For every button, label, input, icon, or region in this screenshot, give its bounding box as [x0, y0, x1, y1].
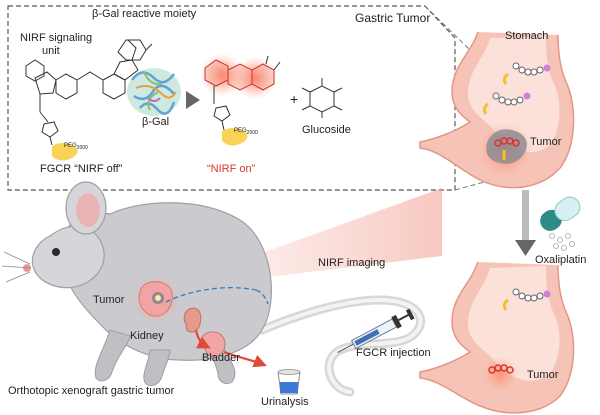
probe-on-molecule	[204, 59, 275, 91]
kidney-label: Kidney	[130, 330, 164, 342]
injection-label: FGCR injection	[356, 347, 431, 359]
probe-off-molecule	[25, 39, 153, 146]
urinalysis-label: Urinalysis	[261, 396, 309, 408]
panel-title: Gastric Tumor	[355, 11, 431, 25]
bladder-label: Bladder	[202, 352, 240, 364]
syringe-icon	[337, 308, 415, 353]
mouse-model-caption: Orthotopic xenograft gastric tumor	[8, 385, 175, 397]
oxaliplatin-label: Oxaliplatin	[535, 254, 587, 266]
probe-on-label: “NIRF on”	[207, 163, 256, 175]
stomach-bottom-tumor-label: Tumor	[527, 369, 559, 381]
probe-mechanism-panel	[7, 5, 511, 191]
signaling-unit-label-line2: unit	[42, 45, 60, 57]
glucoside-molecule	[301, 78, 343, 118]
urine-cup-icon	[277, 369, 301, 395]
stomach-top-tumor-label: Tumor	[530, 136, 562, 148]
peg-label-off: PEG2000	[64, 143, 88, 152]
plus-sign: +	[290, 91, 299, 107]
mouse-tumor-label: Tumor	[93, 294, 125, 306]
stomach-label: Stomach	[505, 30, 549, 42]
probe-off-label: FGCR “NIRF off”	[40, 163, 123, 175]
stomach-top	[419, 31, 575, 189]
reactive-moiety-label: β-Gal reactive moiety	[92, 8, 197, 20]
stomach-bottom	[419, 261, 575, 414]
enzyme-label: β-Gal	[142, 116, 170, 128]
oxaliplatin-capsule	[540, 196, 581, 251]
glucoside-label: Glucoside	[302, 124, 351, 136]
mouse-illustration	[1, 181, 426, 397]
beta-gal-enzyme	[127, 68, 181, 116]
peg-label-on: PEG2000	[234, 128, 258, 137]
signaling-unit-label-line1: NIRF signaling	[20, 32, 93, 44]
nirf-imaging-label: NIRF imaging	[318, 257, 386, 269]
peg-tag-shape	[52, 143, 78, 161]
